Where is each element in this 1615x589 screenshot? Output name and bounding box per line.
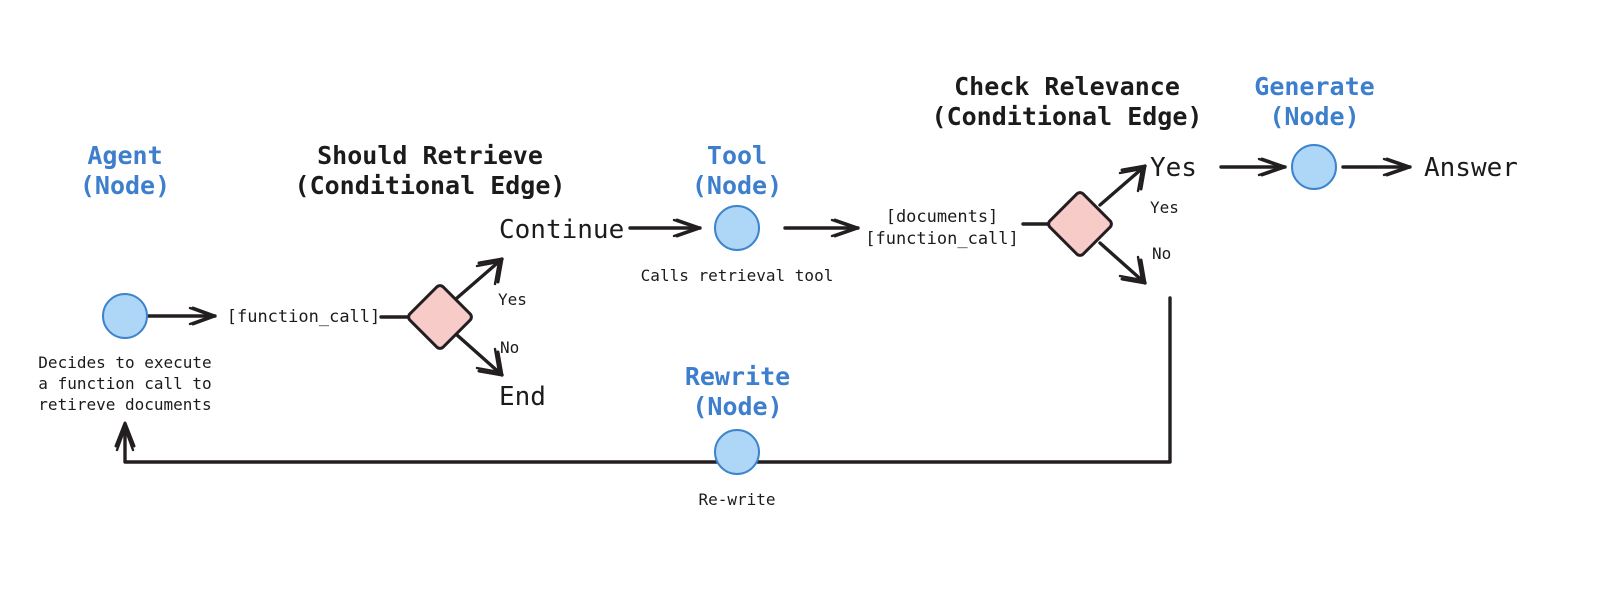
node-title-generate-line1: Generate [1254,72,1375,101]
branch-target-end: End [499,382,546,412]
node-circle-generate[interactable] [1291,144,1337,190]
arrowhead-yes-to-generate-inner [1257,157,1284,177]
arrowhead-diamond1-yes-inner [475,260,501,286]
arrowhead-tool-to-checkrelevance-inner [830,218,857,238]
group-title-check-relevance-line2: (Conditional Edge) [931,101,1203,131]
arrowhead-diamond2-no-inner [1118,255,1144,282]
edge-diamond1-no [455,333,504,377]
branch-target-yes: Yes [1150,153,1197,183]
node-title-generate: Generate(Node) [1232,72,1397,131]
node-title-agent-line1: Agent [87,141,163,170]
node-title-rewrite: Rewrite(Node) [655,362,820,421]
arrowhead-yes-to-generate [1260,157,1287,177]
node-title-agent-line2: (Node) [79,170,171,200]
node-title-tool-line2: (Node) [691,170,783,200]
branch-label-no-check-relevance: No [1152,244,1172,263]
arrowhead-diamond2-no [1120,258,1147,285]
edge-label-documents-function-call: [documents] [function_call] [865,207,1019,249]
group-title-should-retrieve: Should Retrieve(Conditional Edge) [280,141,580,200]
arrowhead-diamond1-yes [477,257,504,284]
output-label-answer: Answer [1424,153,1518,183]
arrowhead-tool-to-checkrelevance [833,218,860,238]
decision-diamond-check-relevance[interactable] [1044,188,1116,260]
arrowhead-feedback-loop [114,421,136,448]
node-title-tool: Tool(Node) [657,141,817,200]
arrowhead-diamond2-yes [1120,164,1147,191]
arrowhead-continue-to-tool-inner [672,218,699,238]
node-title-rewrite-line1: Rewrite [684,362,791,391]
arrowhead-diamond1-no [477,350,504,377]
node-title-generate-line2: (Node) [1269,101,1360,131]
caption-rewrite: Re-write [698,490,776,509]
branch-label-yes-should-retrieve: Yes [498,290,527,309]
edge-diamond2-no [1098,241,1147,285]
node-circle-rewrite[interactable] [714,429,760,475]
caption-tool: Calls retrieval tool [640,266,834,285]
arrowhead-continue-to-tool [675,218,702,238]
edge-label-function-call-1: [function_call] [226,307,381,327]
node-title-agent: Agent(Node) [42,141,208,200]
arrowhead-diamond2-yes-inner [1118,167,1144,193]
edge-diamond2-yes [1098,164,1147,207]
arrowhead-agent-to-should-retrieve [191,306,217,326]
arrowhead-agent-to-should-retrieve-inner [188,306,214,326]
branch-label-no-should-retrieve: No [500,338,520,357]
branch-target-continue: Continue [499,215,625,245]
arrowhead-generate-to-answer [1385,157,1412,177]
edge-diamond1-yes [455,257,504,300]
arrowhead-feedback-loop-inner [115,426,135,452]
node-title-rewrite-line2: (Node) [692,391,783,421]
arrowhead-generate-to-answer-inner [1382,157,1409,177]
node-title-tool-line1: Tool [706,141,768,170]
decision-diamond-should-retrieve[interactable] [404,281,476,353]
group-title-should-retrieve-line1: Should Retrieve [317,141,543,170]
node-circle-tool[interactable] [714,205,760,251]
group-title-check-relevance-line1: Check Relevance [954,72,1180,101]
node-circle-agent[interactable] [102,293,148,339]
group-title-check-relevance: Check Relevance(Conditional Edge) [912,72,1222,131]
group-title-should-retrieve-line2: (Conditional Edge) [294,170,566,200]
arrowhead-diamond1-no-inner [475,347,501,374]
branch-label-yes-check-relevance: Yes [1150,198,1179,217]
caption-agent: Decides to execute a function call to re… [38,353,212,415]
